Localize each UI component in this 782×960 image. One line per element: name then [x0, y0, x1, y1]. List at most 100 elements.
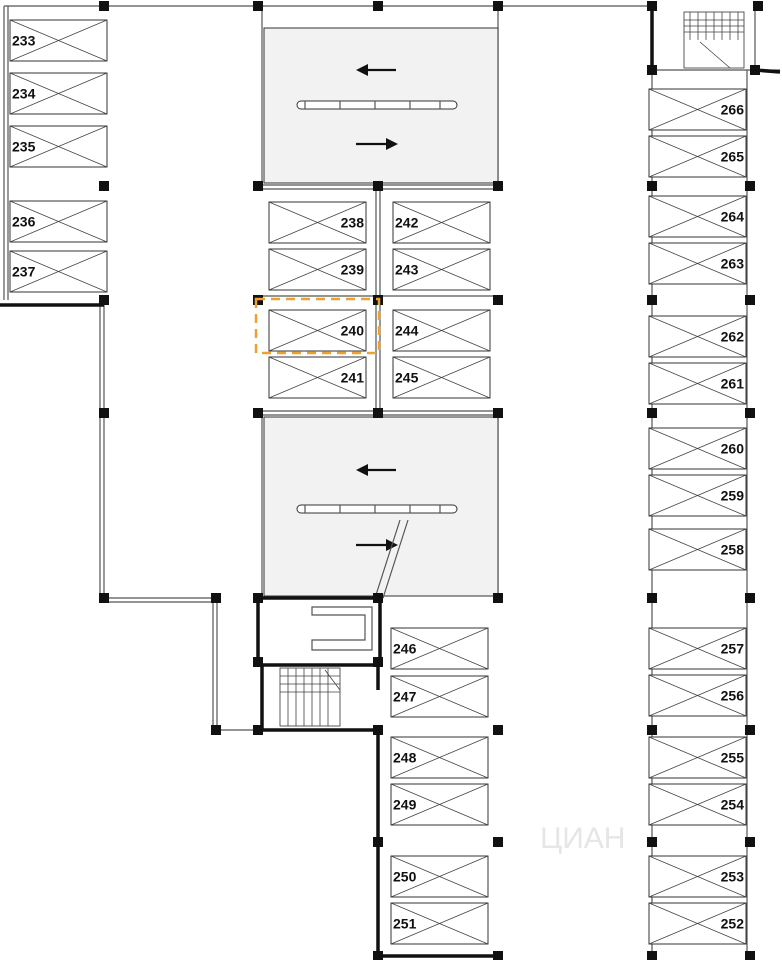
- parking-spot-256[interactable]: 256: [648, 674, 747, 717]
- structural-column: [211, 725, 221, 735]
- structural-column: [99, 408, 109, 418]
- spot-number: 255: [721, 750, 745, 766]
- stairs-bottom: [279, 667, 341, 727]
- spot-cross-icon: [9, 19, 108, 62]
- parking-spot-241[interactable]: 241: [268, 356, 367, 399]
- parking-spot-239[interactable]: 239: [268, 248, 367, 291]
- parking-spot-237[interactable]: 237: [9, 250, 108, 293]
- structural-column: [745, 837, 755, 847]
- structural-column: [493, 725, 503, 735]
- spot-cross-icon: [390, 736, 489, 779]
- spot-cross-icon: [648, 362, 747, 405]
- structural-column: [373, 1, 383, 11]
- parking-spot-266[interactable]: 266: [648, 88, 747, 131]
- spot-cross-icon: [648, 674, 747, 717]
- structural-column: [99, 295, 109, 305]
- structural-column: [745, 951, 755, 960]
- spot-number: 234: [12, 86, 36, 102]
- spot-cross-icon: [9, 200, 108, 243]
- parking-spot-248[interactable]: 248: [390, 736, 489, 779]
- structural-column: [647, 837, 657, 847]
- parking-spot-264[interactable]: 264: [648, 195, 747, 238]
- spot-cross-icon: [390, 675, 489, 718]
- parking-spot-236[interactable]: 236: [9, 200, 108, 243]
- parking-spot-235[interactable]: 235: [9, 125, 108, 168]
- parking-spot-233[interactable]: 233: [9, 19, 108, 62]
- spot-number: 242: [395, 215, 419, 231]
- structural-column: [253, 408, 263, 418]
- spot-number: 259: [721, 488, 745, 504]
- spot-number: 257: [721, 641, 745, 657]
- parking-spot-246[interactable]: 246: [390, 627, 489, 670]
- structural-column: [373, 408, 383, 418]
- parking-spot-258[interactable]: 258: [648, 528, 747, 571]
- spot-number: 235: [12, 139, 36, 155]
- spot-number: 251: [393, 916, 417, 932]
- spot-cross-icon: [268, 248, 367, 291]
- spot-cross-icon: [9, 72, 108, 115]
- spot-cross-icon: [648, 902, 747, 945]
- structural-column: [493, 593, 503, 603]
- parking-spot-253[interactable]: 253: [648, 855, 747, 898]
- parking-spot-259[interactable]: 259: [648, 474, 747, 517]
- parking-spot-234[interactable]: 234: [9, 72, 108, 115]
- ramp-top: [263, 27, 499, 184]
- structural-column: [373, 593, 383, 603]
- parking-spot-262[interactable]: 262: [648, 315, 747, 358]
- structural-column: [745, 408, 755, 418]
- spot-number: 265: [721, 149, 745, 165]
- structural-column: [750, 65, 760, 75]
- parking-spot-240[interactable]: 240: [268, 309, 367, 352]
- spot-cross-icon: [9, 125, 108, 168]
- watermark: ЦИАН: [540, 822, 625, 855]
- spot-number: 241: [341, 370, 365, 386]
- spot-cross-icon: [648, 528, 747, 571]
- parking-spot-249[interactable]: 249: [390, 783, 489, 826]
- parking-spot-242[interactable]: 242: [392, 201, 491, 244]
- left-arrow-icon: [356, 464, 368, 476]
- parking-spot-260[interactable]: 260: [648, 427, 747, 470]
- parking-spot-251[interactable]: 251: [390, 902, 489, 945]
- parking-spot-238[interactable]: 238: [268, 201, 367, 244]
- spot-number: 254: [721, 797, 745, 813]
- parking-spot-263[interactable]: 263: [648, 242, 747, 285]
- spot-number: 262: [721, 329, 745, 345]
- structural-column: [253, 1, 263, 11]
- spot-cross-icon: [390, 627, 489, 670]
- structural-column: [493, 951, 503, 960]
- spot-cross-icon: [648, 315, 747, 358]
- spot-number: 239: [341, 262, 365, 278]
- parking-spot-245[interactable]: 245: [392, 356, 491, 399]
- structural-column: [745, 295, 755, 305]
- parking-spot-265[interactable]: 265: [648, 135, 747, 178]
- right-arrow-icon: [386, 138, 398, 150]
- parking-spot-243[interactable]: 243: [392, 248, 491, 291]
- parking-spot-244[interactable]: 244: [392, 309, 491, 352]
- parking-spot-255[interactable]: 255: [648, 736, 747, 779]
- parking-spot-250[interactable]: 250: [390, 855, 489, 898]
- parking-spot-252[interactable]: 252: [648, 902, 747, 945]
- highlighted-spot-outline: [254, 297, 381, 355]
- spot-cross-icon: [390, 855, 489, 898]
- spot-number: 246: [393, 641, 417, 657]
- ramp-middle: [263, 416, 499, 599]
- left-arrow-icon: [356, 64, 368, 76]
- structural-column: [647, 408, 657, 418]
- spot-cross-icon: [268, 309, 367, 352]
- structural-column: [745, 593, 755, 603]
- spot-cross-icon: [648, 627, 747, 670]
- spot-number: 258: [721, 542, 745, 558]
- parking-spot-254[interactable]: 254: [648, 783, 747, 826]
- spot-number: 260: [721, 441, 745, 457]
- spot-number: 253: [721, 869, 745, 885]
- structural-column: [647, 593, 657, 603]
- spot-cross-icon: [648, 427, 747, 470]
- spot-number: 252: [721, 916, 745, 932]
- spot-cross-icon: [648, 135, 747, 178]
- parking-spot-261[interactable]: 261: [648, 362, 747, 405]
- parking-spot-257[interactable]: 257: [648, 627, 747, 670]
- parking-spot-247[interactable]: 247: [390, 675, 489, 718]
- spot-number: 243: [395, 262, 419, 278]
